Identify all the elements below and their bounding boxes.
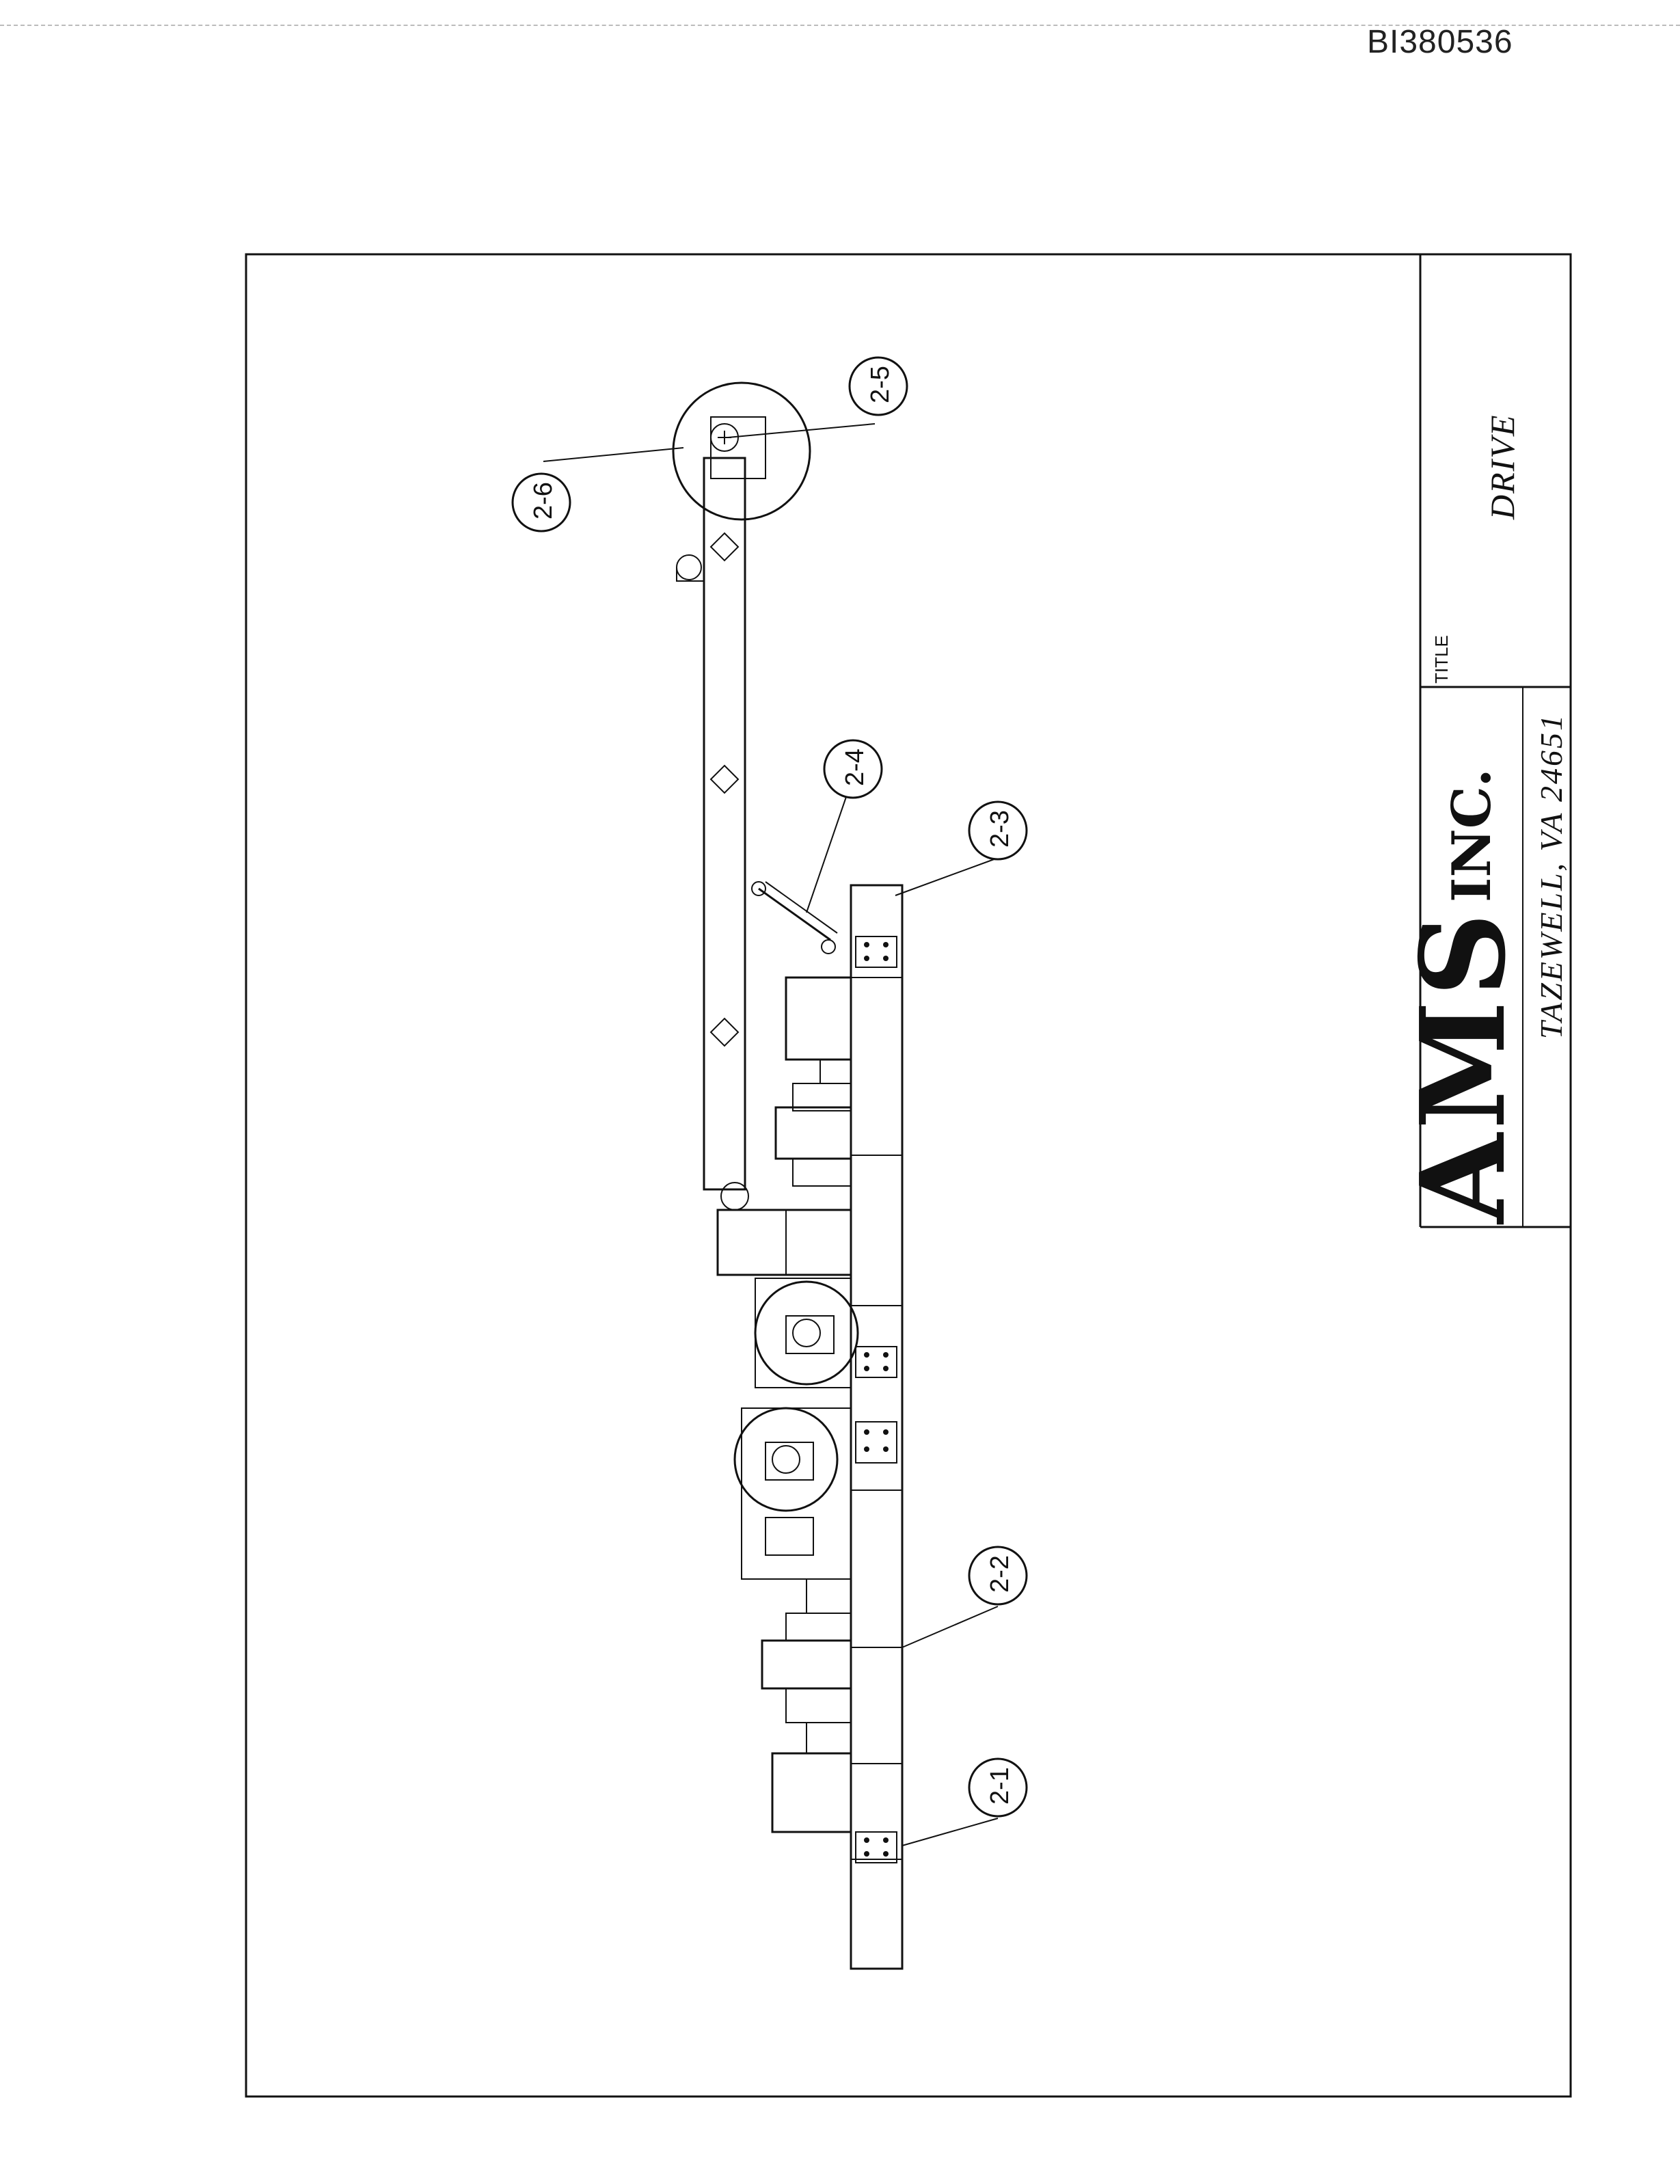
upper-motor-box xyxy=(785,976,852,1061)
head-wheel xyxy=(672,381,811,521)
title-block: AMS INC. TAZEWELL, VA 24651 TITLE DRIVE xyxy=(1395,254,1571,1228)
callout-2-5: 2-5 xyxy=(727,356,908,438)
upper-gearbox xyxy=(774,1060,852,1187)
title-label: TITLE xyxy=(1431,635,1452,684)
callout-label: 2-5 xyxy=(866,366,895,403)
callout-2-4: 2-4 xyxy=(806,739,883,913)
scan-edge-line xyxy=(0,25,1680,26)
company-address: TAZEWELL, VA 24651 xyxy=(1534,713,1569,1039)
base-frame xyxy=(850,884,904,1970)
callout-label: 2-3 xyxy=(986,810,1014,848)
callout-label: 2-2 xyxy=(986,1555,1014,1593)
callout-2-2: 2-2 xyxy=(902,1546,1028,1648)
tensioner-cylinder xyxy=(751,881,838,954)
title-value: DRIVE xyxy=(1483,414,1521,520)
callout-label: 2-6 xyxy=(529,482,558,520)
ams-logo-text: AMS xyxy=(1395,908,1532,1225)
callout-label: 2-4 xyxy=(841,749,869,786)
callout-2-6: 2-6 xyxy=(511,447,684,532)
document-id: BI380536 xyxy=(1367,24,1513,60)
drive-drum-upper xyxy=(754,1278,859,1388)
callout-2-3: 2-3 xyxy=(895,800,1028,896)
inc-logo-text: INC. xyxy=(1441,768,1503,902)
callout-2-1: 2-1 xyxy=(902,1757,1028,1846)
lower-motor-box xyxy=(771,1752,852,1833)
callout-label: 2-1 xyxy=(986,1767,1014,1805)
drawing-border xyxy=(245,253,1572,2098)
ams-logo: AMS INC. xyxy=(1395,768,1532,1225)
lower-gearbox xyxy=(761,1579,852,1753)
boom-arm xyxy=(676,457,746,1191)
support-block xyxy=(716,1182,852,1276)
drive-drum-lower xyxy=(733,1407,852,1580)
